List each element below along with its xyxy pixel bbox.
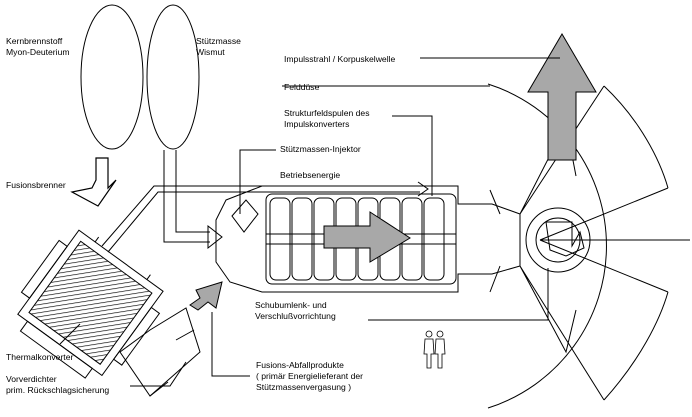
callout-precompressor	[130, 361, 187, 387]
label-mass-injector: Stützmassen-Injektor	[280, 144, 361, 154]
callout-coils	[392, 115, 433, 196]
label-precompressor: Vorverdichter prim. Rückschlagsicherung	[6, 374, 110, 395]
label-thrust-reverser: Schubumlenk- und Verschlußvorrichtung	[255, 300, 336, 321]
callout-thermal	[59, 323, 81, 345]
support-mass-tank	[146, 4, 200, 150]
label-impulse-jet: Impulsstrahl / Korpuskelwelle	[284, 54, 396, 64]
converter-housing	[215, 185, 521, 293]
waste-arrow	[189, 281, 223, 311]
impulse-jet-arrow	[527, 33, 597, 161]
label-structure-coils: Strukturfeldspulen des Impulskonverters	[284, 108, 370, 129]
label-field-nozzle: Felddüse	[284, 82, 320, 92]
fusion-burner-block	[17, 229, 164, 379]
label-fusion-burner: Fusionsbrenner	[6, 180, 66, 190]
callout-reverser	[368, 268, 549, 321]
fuel-feed-arrow	[70, 157, 117, 207]
injection-arrow	[323, 211, 411, 263]
fuel-tank	[80, 4, 144, 150]
callout-injector	[239, 149, 276, 214]
support-mass-pipe	[163, 150, 210, 243]
scale-figures	[423, 330, 446, 369]
label-thermal-converter: Thermalkonverter	[6, 352, 74, 362]
field-nozzle	[487, 83, 690, 409]
label-fusion-waste: Fusions-Abfallprodukte ( primär Energiel…	[256, 360, 363, 392]
callout-waste	[211, 312, 250, 377]
label-support-mass: Stützmasse Wismut	[196, 36, 241, 57]
label-fuel: Kernbrennstoff Myon-Deuterium	[6, 36, 70, 57]
label-operating-energy: Betriebsenergie	[280, 170, 341, 180]
